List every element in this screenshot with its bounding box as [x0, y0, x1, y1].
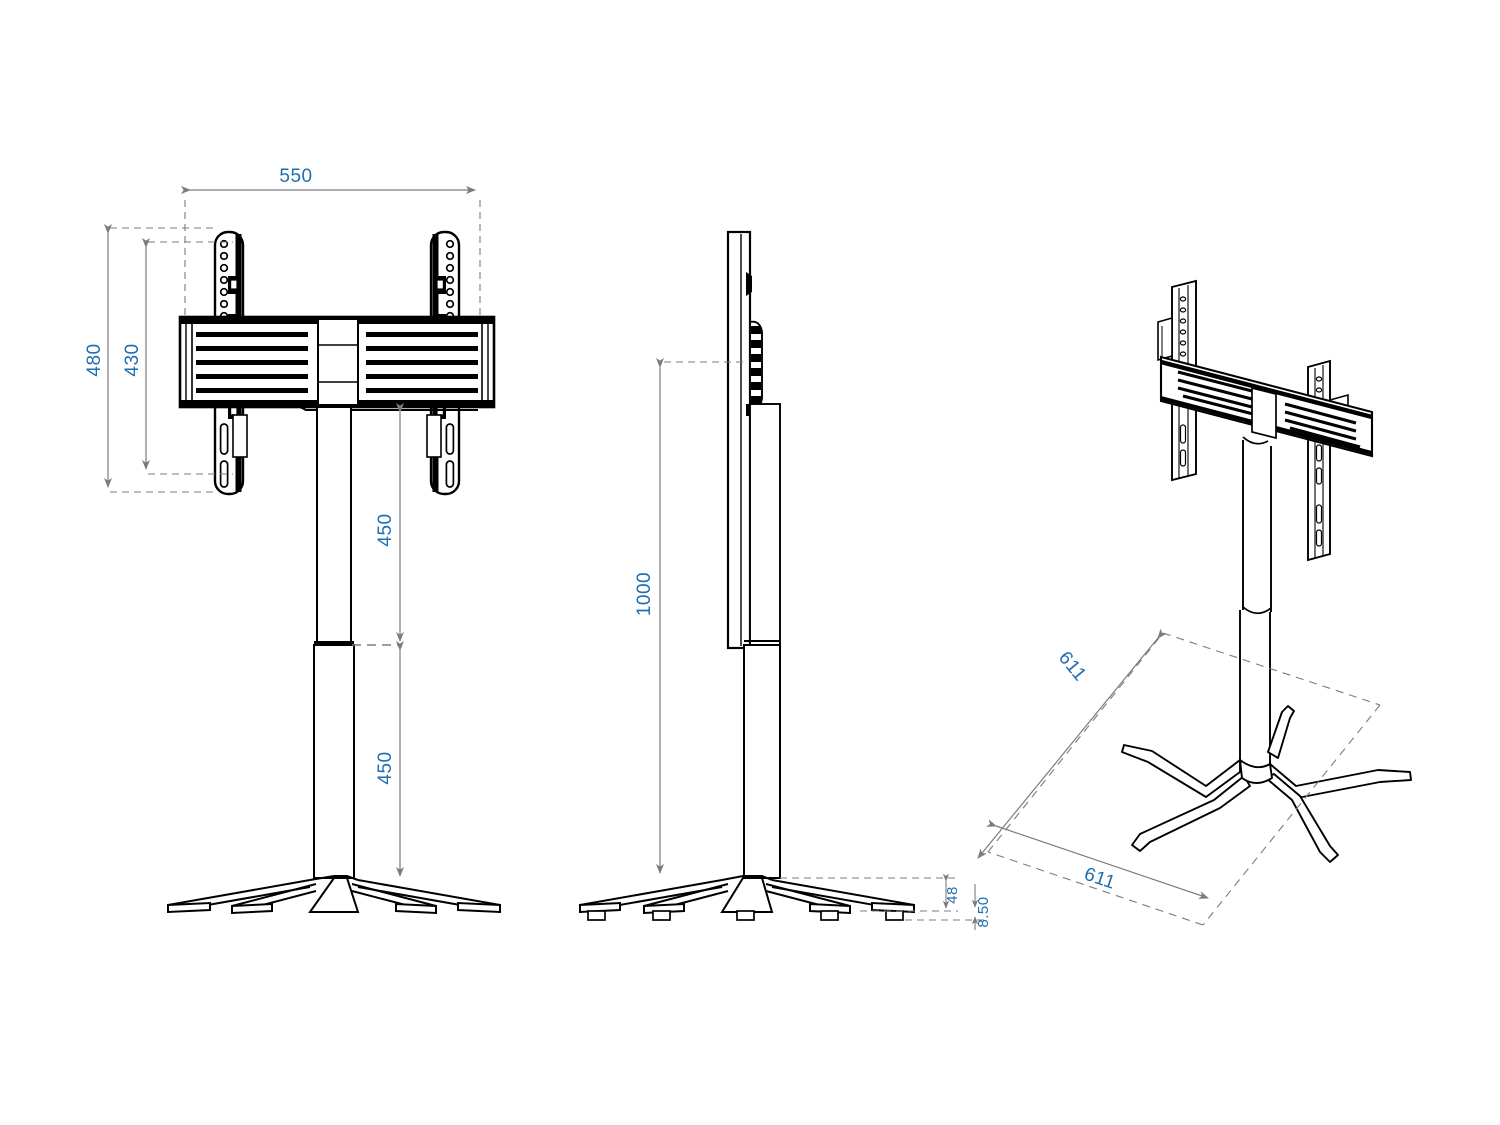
dim-front-height-430: 430	[122, 238, 233, 475]
dim-label-front-height-outer: 480	[84, 343, 105, 376]
front-column	[313, 406, 355, 879]
dim-front-height-480: 480	[84, 224, 215, 493]
dim-label-front-column-upper: 450	[375, 513, 396, 546]
isometric-view-geometry	[1121, 279, 1412, 863]
dim-front-width-550: 550	[181, 166, 481, 320]
iso-crossbar-assembly	[1159, 355, 1374, 458]
front-base	[167, 875, 501, 915]
dim-label-iso-width: 611	[1081, 864, 1118, 894]
dim-label-side-foot: 8.50	[975, 896, 992, 927]
front-crossbar-assembly	[178, 315, 496, 411]
dim-label-side-total-height: 1000	[634, 572, 655, 616]
dim-side-ramp-48: 48	[780, 873, 961, 912]
dim-iso-width-611: 611	[986, 819, 1209, 899]
dim-label-front-height-inner: 430	[122, 343, 143, 376]
dim-iso-depth-611: 611	[977, 628, 1167, 859]
dim-side-total-height-1000: 1000	[634, 358, 744, 874]
front-view-geometry	[167, 230, 501, 915]
dim-label-front-width: 550	[279, 166, 312, 187]
iso-footprint-outline	[987, 632, 1381, 926]
dim-label-front-column-lower: 450	[375, 751, 396, 784]
dim-front-column-lower-450: 450	[375, 641, 404, 877]
side-view-geometry	[579, 230, 915, 921]
dim-label-side-ramp: 48	[944, 886, 961, 904]
dim-side-foot-850: 8.50	[905, 884, 992, 930]
dim-label-iso-depth: 611	[1054, 648, 1090, 686]
dim-front-column-upper-450: 450	[352, 403, 404, 646]
